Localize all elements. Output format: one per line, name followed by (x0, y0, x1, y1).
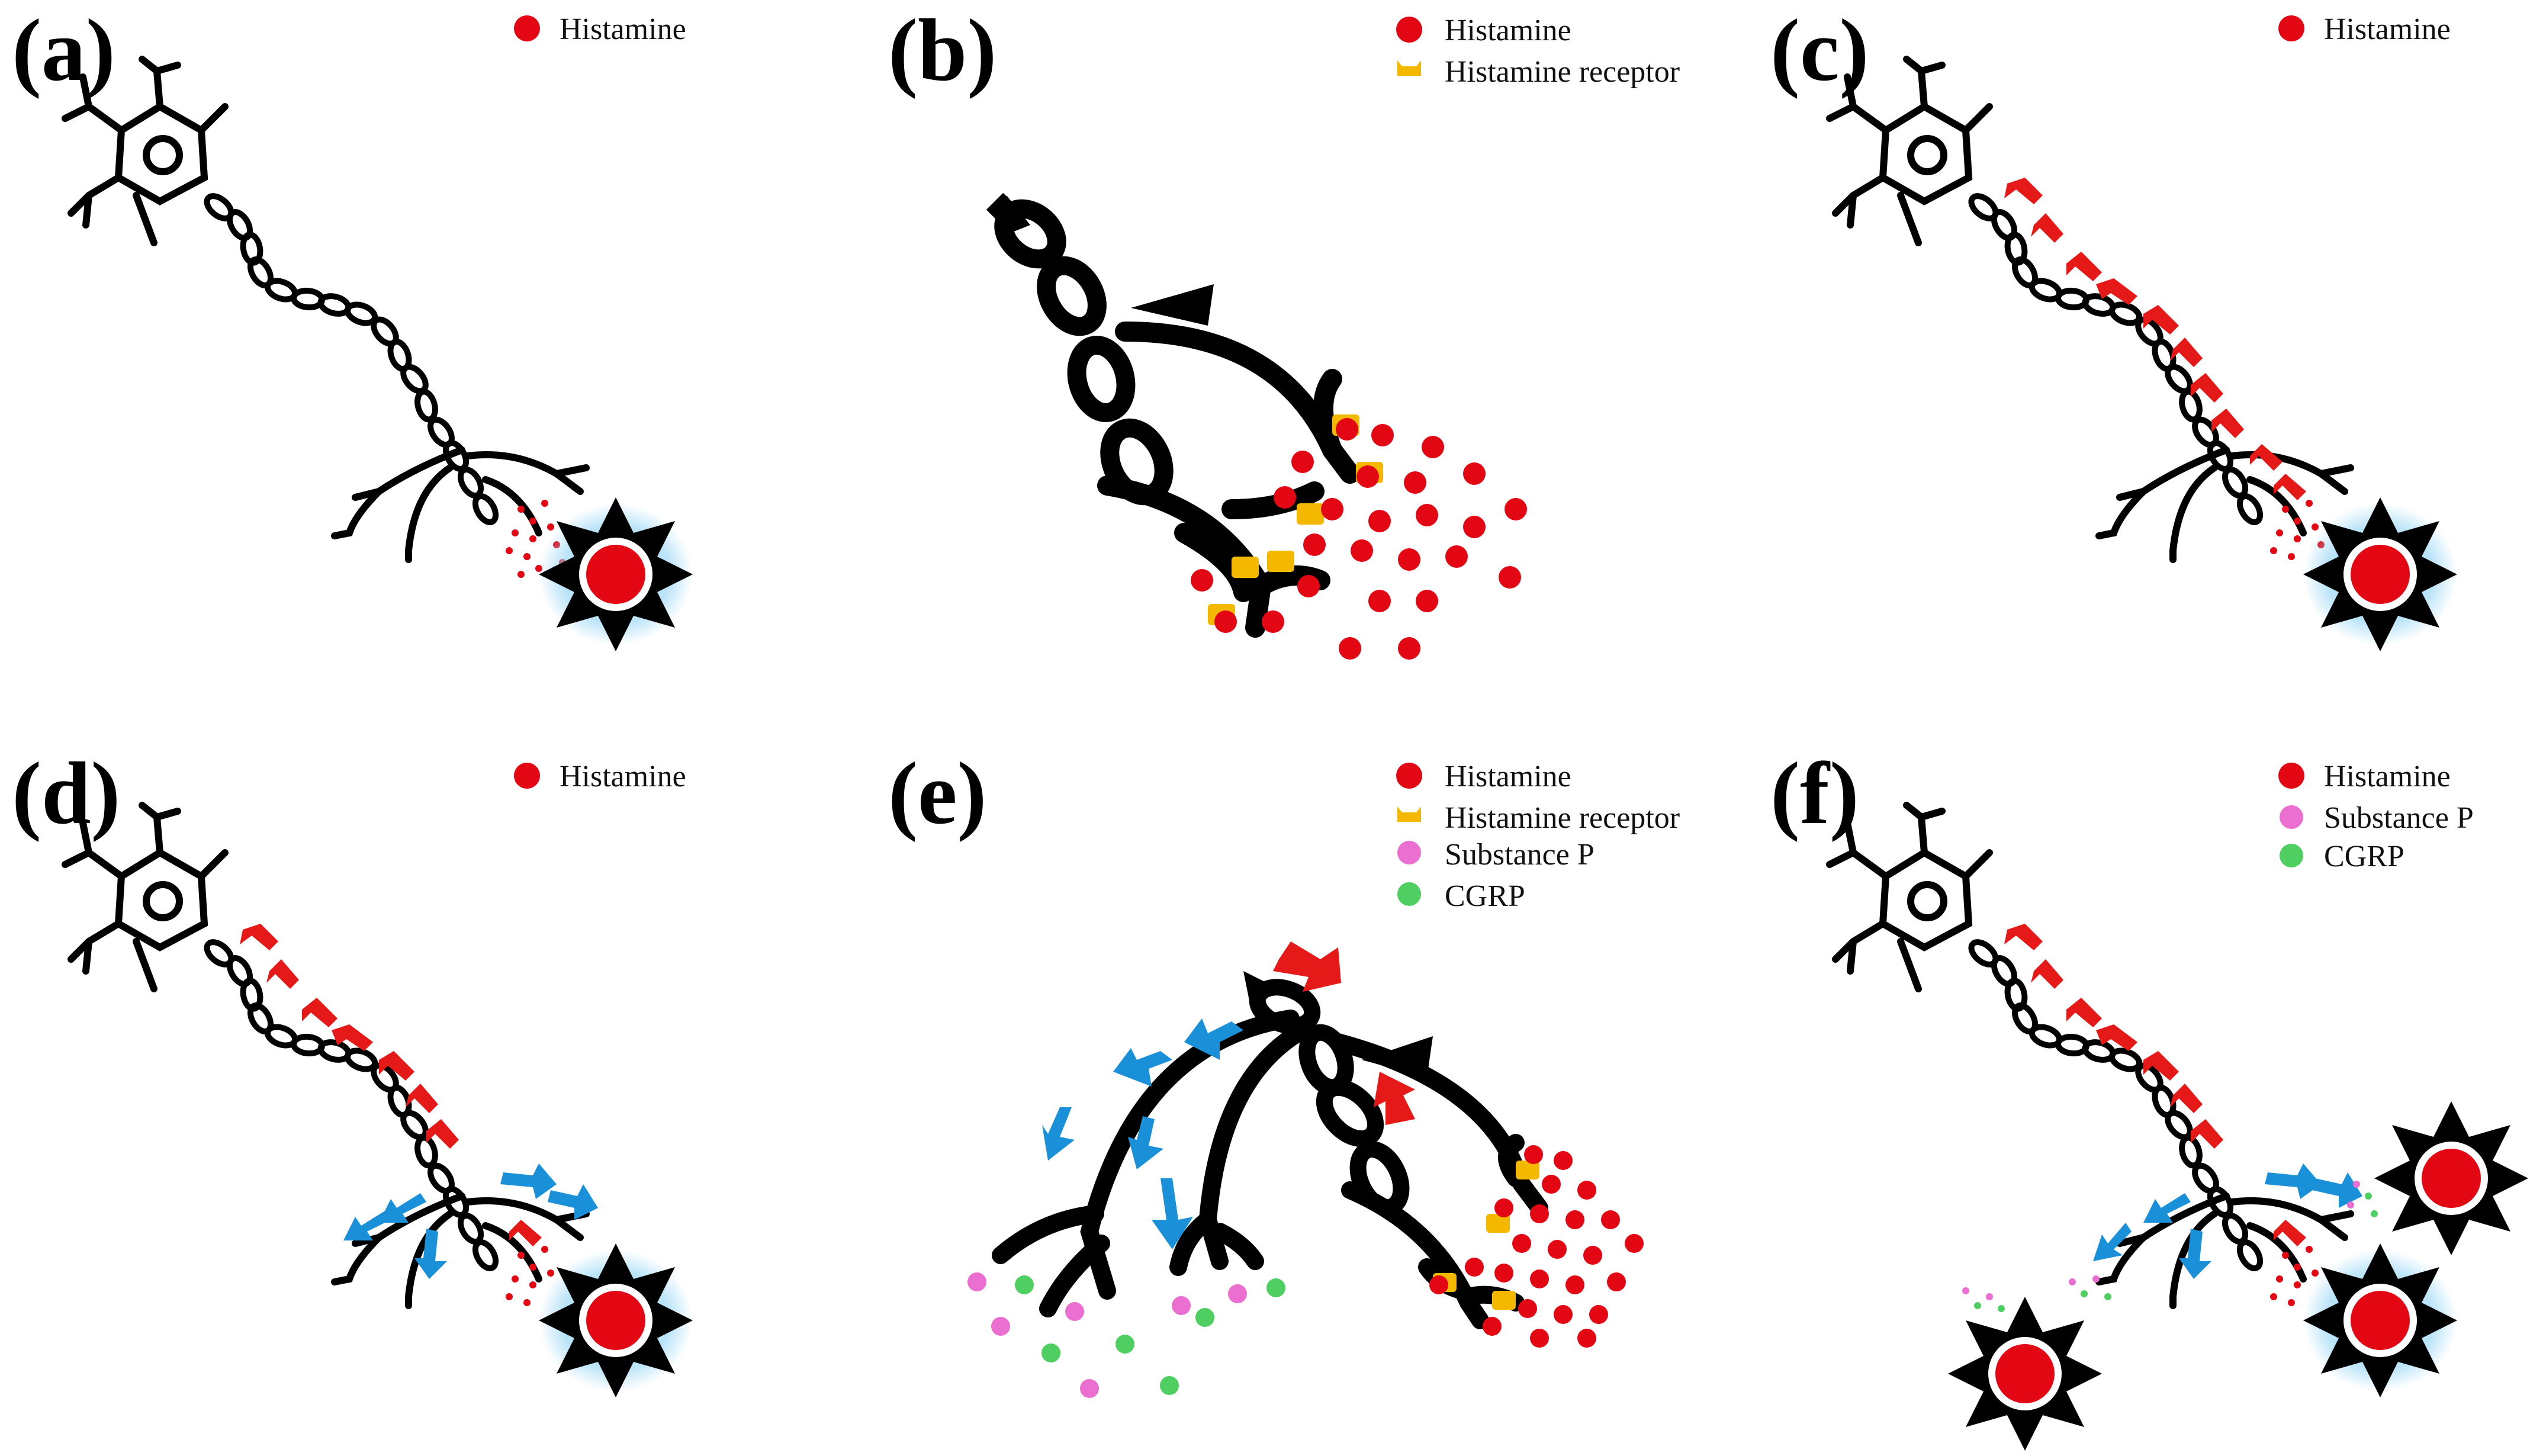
histamine-particles (1191, 418, 1527, 660)
efferent-branches (992, 1010, 1311, 1317)
legend-marker-substance-p (1397, 841, 1421, 864)
legend-text-substance-p: Substance P (1445, 838, 1594, 872)
myelinated-axon (204, 193, 499, 525)
legend-marker-histamine (2278, 763, 2304, 789)
legend-marker-receptor (1397, 60, 1421, 76)
panel-label-e: (e) (888, 744, 986, 843)
panel-label-d: (d) (12, 744, 120, 843)
legend-text-substance-p: Substance P (2324, 801, 2474, 835)
axon-cut-end (1243, 971, 1267, 1001)
panel-e: (e) Histamine Histamine receptor Substan… (888, 744, 1680, 1398)
neuron-c (1826, 56, 2457, 651)
substance-p-particles (967, 1272, 1247, 1398)
histamine-receptors (1433, 1161, 1539, 1310)
panel-c: (c) Histamine (1770, 1, 2457, 651)
histamine-particles (1429, 1145, 1644, 1348)
legend-marker-receptor (1397, 806, 1421, 822)
panel-b: (b) Histamine Histamine receptor (888, 1, 1680, 660)
legend-text-histamine-receptor: Histamine receptor (1445, 801, 1680, 835)
legend-text-histamine: Histamine (560, 12, 686, 46)
afferent-signal-arrows (2004, 924, 2306, 1246)
legend-marker-histamine (514, 15, 540, 41)
mast-cell (539, 1243, 693, 1397)
legend-text-cgrp: CGRP (2324, 840, 2404, 873)
legend-text-histamine: Histamine (2324, 760, 2451, 793)
panel-a: (a) Histamine (12, 1, 693, 651)
panel-d: (d) Histamine (12, 744, 693, 1397)
cgrp-particles (1015, 1275, 1285, 1395)
efferent-signal-arrows (1042, 1018, 1243, 1249)
legend-marker-histamine (514, 763, 540, 789)
legend-marker-cgrp (1397, 882, 1421, 906)
afferent-signal-arrows (2004, 178, 2306, 500)
myelinated-axon-zoom (986, 192, 1174, 506)
neuron-d (62, 802, 693, 1397)
panel-label-f: (f) (1770, 744, 1859, 843)
mast-cell (2303, 1243, 2457, 1397)
legend-marker-histamine (1396, 763, 1422, 789)
activated-mast-cell (1948, 1297, 2102, 1451)
branch-fin (1131, 284, 1214, 326)
legend-text-histamine-receptor: Histamine receptor (1445, 55, 1680, 89)
legend-marker-substance-p (2280, 805, 2303, 829)
legend-marker-histamine (2278, 15, 2304, 41)
legend-text-histamine: Histamine (1445, 760, 1571, 793)
legend-marker-cgrp (2280, 844, 2303, 867)
legend-marker-histamine (1396, 17, 1422, 43)
efferent-signal-arrows (343, 1163, 598, 1279)
activated-mast-cell (2374, 1101, 2528, 1255)
efferent-signal-arrows (2093, 1163, 2362, 1279)
legend-text-histamine: Histamine (560, 760, 686, 793)
afferent-signal-arrows (1273, 941, 1415, 1125)
mast-cell (2303, 497, 2457, 651)
axon-cut-end (1001, 195, 1030, 237)
legend-text-histamine: Histamine (1445, 14, 1571, 47)
neuron-soma (62, 56, 229, 246)
panel-label-c: (c) (1770, 1, 1869, 99)
afferent-signal-arrows (240, 924, 542, 1246)
panel-label-b: (b) (888, 1, 996, 99)
legend-text-cgrp: CGRP (1445, 879, 1525, 913)
mast-cell (539, 497, 693, 651)
neuron-f (1826, 802, 2528, 1451)
neuropeptide-particles (1962, 1181, 2378, 1312)
panel-f: (f) Histamine Substance P CGRP (1770, 744, 2528, 1451)
panel-label-a: (a) (12, 1, 115, 99)
legend-text-histamine: Histamine (2324, 12, 2451, 46)
